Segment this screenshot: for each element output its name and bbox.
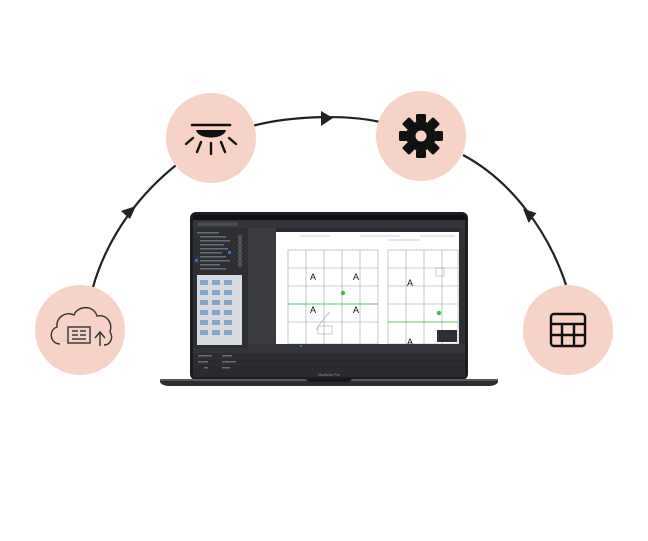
ceiling-light-icon xyxy=(184,123,238,156)
arrow-head-2 xyxy=(321,111,333,126)
fixture-label: A xyxy=(310,272,316,282)
selected-fixture-marker xyxy=(340,290,346,296)
table-grid-icon xyxy=(549,312,587,348)
node-settings xyxy=(376,91,466,181)
arc-segment-gear-to-table xyxy=(462,154,568,286)
fixture-label: A xyxy=(353,272,359,282)
arrow-head-3 xyxy=(522,208,537,223)
laptop: A A A A A A MacBook Pro xyxy=(160,212,498,386)
arc-segment-light-to-gear xyxy=(251,115,381,128)
arrow-head-1 xyxy=(121,206,136,219)
fixture-label: A xyxy=(353,305,359,315)
node-schedule xyxy=(523,285,613,375)
flow-arc xyxy=(91,115,568,288)
fixture-label: A xyxy=(407,278,413,288)
minimap xyxy=(437,330,457,342)
fixture-label: A xyxy=(407,337,413,347)
gear-icon xyxy=(399,114,443,158)
selected-fixture-marker xyxy=(436,310,442,316)
fixture-label: A xyxy=(310,305,316,315)
floorplan-canvas xyxy=(276,232,459,344)
node-lighting xyxy=(166,93,256,183)
cloud-upload-plans-icon xyxy=(50,306,113,346)
node-upload xyxy=(35,285,125,375)
arc-segment-upload-to-light xyxy=(91,161,181,288)
laptop-model-label: MacBook Pro xyxy=(318,373,340,377)
